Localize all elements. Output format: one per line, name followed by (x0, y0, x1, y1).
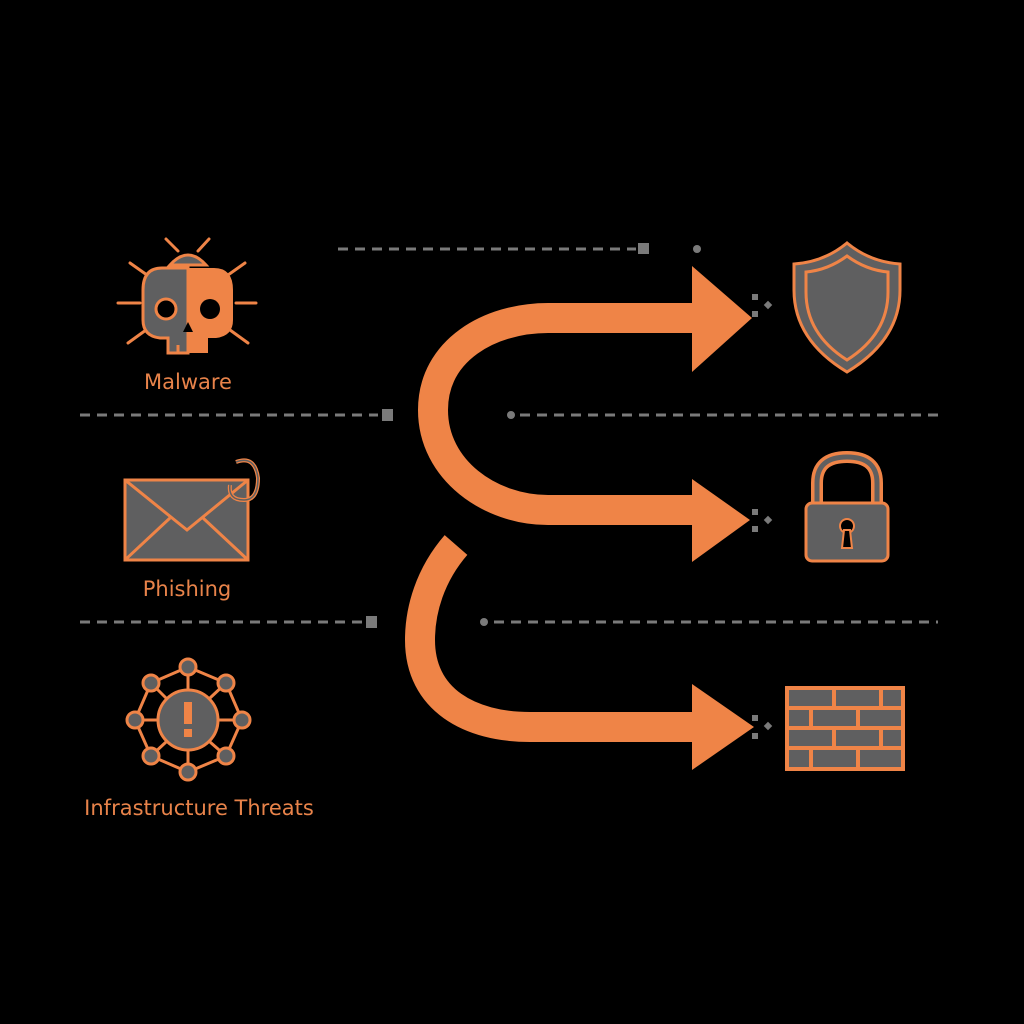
arrow-head-icon (692, 684, 754, 770)
node-dot-icon (693, 245, 701, 253)
flow-arrow-infrastructure (404, 535, 700, 742)
connector-nodes (366, 243, 701, 628)
defense-connector-glyphs (752, 294, 773, 739)
node-dot-icon (507, 411, 515, 419)
threat-label-infrastructure: Infrastructure Threats (84, 796, 314, 820)
node-dot-icon (480, 618, 488, 626)
node-square-icon (382, 409, 393, 421)
flow-arrows (404, 303, 700, 742)
network-alert-icon (125, 657, 252, 782)
node-square-icon (638, 243, 649, 254)
padlock-icon (804, 450, 890, 563)
envelope-hook-icon (123, 458, 261, 562)
arrow-heads (692, 266, 754, 770)
arrow-head-icon (692, 479, 750, 562)
threat-label-phishing: Phishing (142, 577, 232, 601)
dashed-connectors (80, 247, 938, 624)
node-square-icon (366, 616, 377, 628)
firewall-icon (785, 686, 905, 771)
threat-label-malware: Malware (144, 370, 232, 394)
arrow-head-icon (692, 266, 752, 372)
skull-icon (116, 237, 258, 355)
flow-arrow-malware (417, 303, 700, 525)
shield-icon (792, 241, 902, 374)
